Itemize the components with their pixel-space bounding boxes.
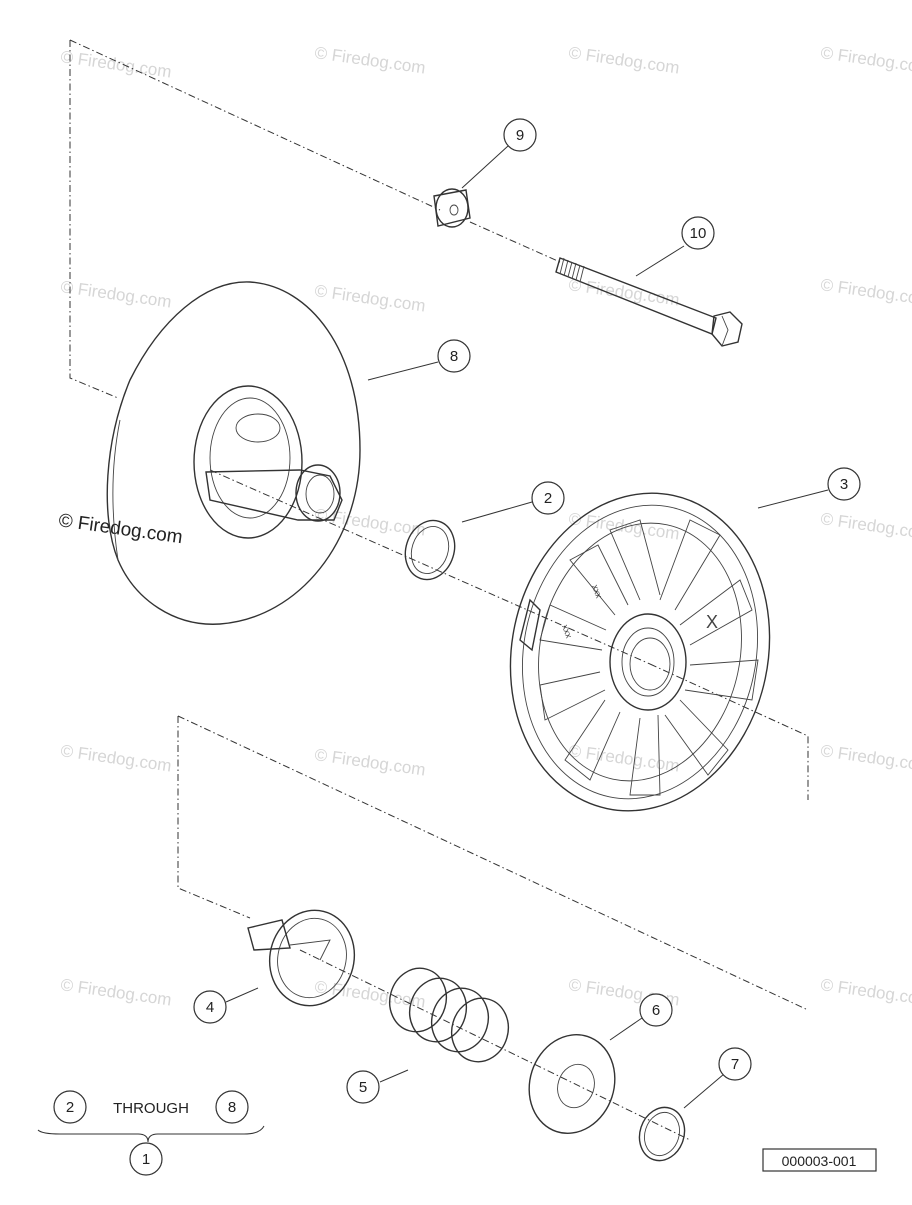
watermark: © Firedog.com (567, 43, 680, 77)
callout-9-label: 9 (516, 127, 524, 144)
watermark: © Firedog.com (567, 275, 680, 309)
cam-marking: X (706, 612, 718, 632)
callout-6 (639, 993, 673, 1027)
callout-10-label: 10 (690, 225, 707, 242)
watermark: © Firedog.com (59, 741, 172, 775)
callout-7 (718, 1047, 752, 1081)
watermark: © Firedog.com (819, 43, 912, 77)
callout-9 (503, 118, 537, 152)
watermark: © Firedog.com (567, 509, 680, 543)
callout-5 (346, 1070, 380, 1104)
callout-10 (681, 216, 715, 250)
assembly-from-label: 2 (66, 1099, 74, 1116)
part-10-bolt (555, 257, 743, 347)
watermark: © Firedog.com (819, 975, 912, 1009)
callout-1 (129, 1142, 163, 1176)
figure-id: 000003-001 (782, 1153, 857, 1169)
axis-line-top (69, 39, 441, 211)
callout-to (215, 1090, 249, 1124)
callout-3 (827, 467, 861, 501)
part-8-fixed-sheave (106, 281, 361, 625)
watermark: © Firedog.com (819, 741, 912, 775)
callouts: 9 10 8 2 3 4 5 6 7 (193, 118, 861, 1109)
axis-line-diagonal (177, 715, 809, 1011)
axis-line-middle (209, 469, 651, 665)
part-9-spacer (433, 188, 471, 228)
part-2-ring (404, 519, 456, 581)
callout-4-label: 4 (206, 999, 214, 1016)
callout-6-label: 6 (652, 1002, 660, 1019)
watermarks: © Firedog.com © Firedog.com © Firedog.co… (57, 43, 912, 1011)
callout-1-label: 1 (142, 1151, 150, 1168)
watermark: © Firedog.com (819, 275, 912, 309)
assembly-through-label: THROUGH (113, 1100, 189, 1117)
part-7-snap-ring (638, 1106, 686, 1162)
hub-marking-1: xxx (590, 583, 604, 600)
axis-line-lower (177, 716, 251, 919)
watermark: © Firedog.com (59, 277, 172, 311)
assembly-center-lines (69, 39, 809, 1141)
axis-line-right (649, 663, 809, 800)
callout-8 (437, 339, 471, 373)
watermark-prominent: © Firedog.com (57, 510, 184, 548)
callout-3-label: 3 (840, 476, 848, 493)
assembly-to-label: 8 (228, 1099, 236, 1116)
axis-line-upper (69, 40, 119, 399)
watermark: © Firedog.com (313, 281, 426, 315)
hub-marking-2: xxx (560, 623, 574, 640)
watermark: © Firedog.com (567, 741, 680, 775)
callout-from (53, 1090, 87, 1124)
watermark: © Firedog.com (313, 43, 426, 77)
part-3-movable-sheave: xxx xxx X (509, 492, 771, 812)
watermark: © Firedog.com (819, 509, 912, 543)
watermark: © Firedog.com (313, 505, 426, 539)
assembly-note: 2 THROUGH 8 1 (37, 1090, 265, 1176)
callout-2 (531, 481, 565, 515)
watermark: © Firedog.com (59, 975, 172, 1009)
part-5-spring (388, 967, 510, 1063)
part-4-cam (247, 909, 356, 1007)
axis-line-bottom (299, 949, 691, 1141)
callout-8-label: 8 (450, 348, 458, 365)
watermark: © Firedog.com (59, 47, 172, 81)
callout-2-label: 2 (544, 490, 552, 507)
callout-7-label: 7 (731, 1056, 739, 1073)
callout-5-label: 5 (359, 1079, 367, 1096)
axis-line-bolt (469, 221, 561, 263)
watermark: © Firedog.com (313, 745, 426, 779)
callout-4 (193, 990, 227, 1024)
part-6-washer (528, 1034, 616, 1134)
assembly-brace (37, 1125, 265, 1143)
figure-id-box: 000003-001 (762, 1148, 877, 1172)
